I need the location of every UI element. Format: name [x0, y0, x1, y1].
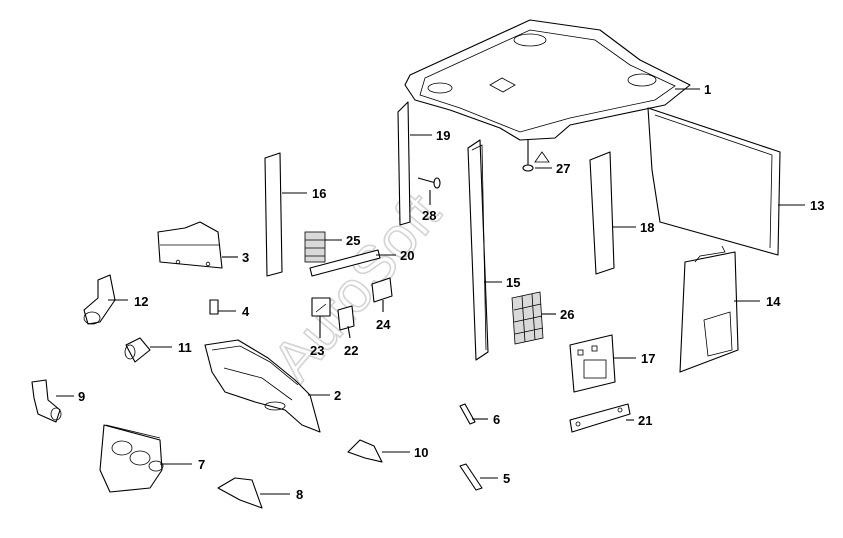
- callout-18: 18: [640, 220, 654, 235]
- part-9-hose: [31, 379, 62, 423]
- callout-27: 27: [556, 161, 570, 176]
- part-15-vertical-rail: [467, 139, 489, 361]
- callout-19: 19: [436, 128, 450, 143]
- callout-12: 12: [134, 294, 148, 309]
- part-13-rear-panel: [647, 107, 781, 256]
- callout-3: 3: [242, 250, 249, 265]
- part-7-heater-box: [99, 424, 164, 493]
- part-4-clip: [209, 299, 219, 315]
- part-24-bracket: [371, 277, 393, 303]
- part-10-deflector: [347, 439, 383, 463]
- part-22-bracket: [337, 305, 355, 331]
- callout-16: 16: [312, 186, 326, 201]
- part-12-duct: [83, 274, 116, 325]
- part-20-bracket-strip: [309, 249, 381, 277]
- part-14-side-panel: [679, 245, 739, 373]
- callout-15: 15: [506, 275, 520, 290]
- callout-2: 2: [334, 388, 341, 403]
- callout-21: 21: [638, 413, 652, 428]
- part-25-vent-grille: [304, 231, 326, 263]
- callout-6: 6: [493, 412, 500, 427]
- part-19-vertical-trim: [397, 101, 411, 226]
- part-26-mesh-panel: [511, 291, 544, 345]
- callout-25: 25: [346, 233, 360, 248]
- callout-24: 24: [376, 317, 391, 332]
- callout-4: 4: [242, 304, 250, 319]
- callout-5: 5: [503, 471, 510, 486]
- part-21-plate: [569, 403, 631, 433]
- callout-22: 22: [344, 343, 358, 358]
- callout-28: 28: [422, 208, 436, 223]
- callout-26: 26: [560, 307, 574, 322]
- part-3-cover: [157, 221, 223, 269]
- part-1-roof-liner: [404, 19, 691, 141]
- part-23-bracket: [311, 297, 331, 317]
- part-28-clip: [417, 177, 441, 189]
- part-8-scoop: [217, 477, 263, 509]
- callout-9: 9: [78, 389, 85, 404]
- part-27-fastener: [522, 140, 550, 172]
- part-16-pillar-trim: [264, 152, 283, 277]
- part-5-strip: [459, 463, 483, 491]
- callout-13: 13: [810, 198, 824, 213]
- part-6-rod: [459, 403, 476, 425]
- part-18-side-trim: [589, 151, 615, 275]
- callout-1: 1: [704, 82, 711, 97]
- callout-7: 7: [198, 457, 205, 472]
- callout-17: 17: [641, 351, 655, 366]
- part-17-panel: [569, 334, 616, 393]
- callout-11: 11: [178, 340, 192, 355]
- part-2-console: [204, 339, 321, 433]
- callout-14: 14: [766, 294, 781, 309]
- callout-10: 10: [414, 445, 428, 460]
- callout-8: 8: [296, 487, 303, 502]
- callout-23: 23: [310, 343, 324, 358]
- part-11-elbow: [124, 337, 151, 363]
- callout-20: 20: [400, 248, 414, 263]
